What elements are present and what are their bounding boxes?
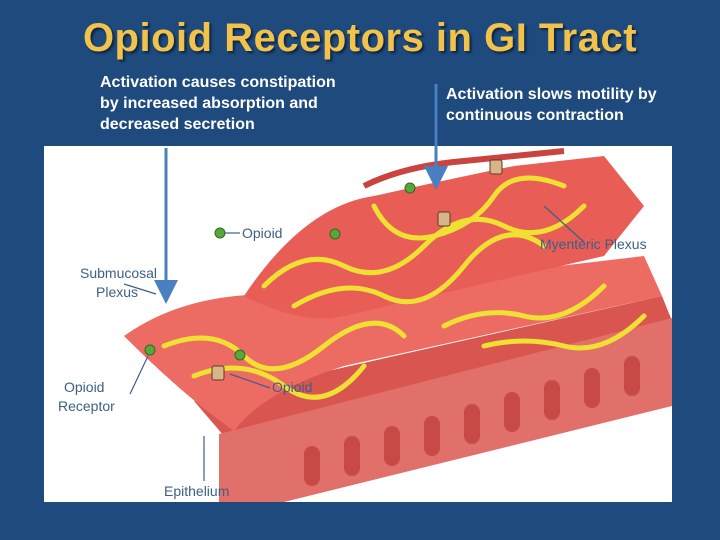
opioid-molecules [144, 182, 416, 361]
annotation-myenteric: Activation slows motility by continuous … [446, 86, 657, 124]
slide-title: Opioid Receptors in GI Tract [82, 16, 638, 60]
nerve-plexus [161, 175, 647, 400]
gi-tract-illustration: Opioid Myenteric Plexus Submucosal Plexu… [44, 146, 672, 502]
opioid-receptor-label-1: Opioid [64, 379, 104, 395]
epithelium-label: Epithelium [164, 483, 229, 499]
myenteric-layer [244, 156, 644, 319]
opioid-receptors [211, 159, 503, 381]
opioid-label-top: Opioid [242, 225, 282, 241]
submucosal-plexus-label-1: Submucosal [80, 265, 157, 281]
annotation-submucosal: Activation causes constipation by increa… [100, 74, 336, 133]
gi-tract-diagram: Opioid Myenteric Plexus Submucosal Plexu… [58, 148, 672, 502]
epithelium-villi [194, 296, 672, 502]
opioid-receptor-label-2: Receptor [58, 398, 115, 414]
submucosal-plexus-label-2: Plexus [96, 284, 138, 300]
myenteric-plexus-label: Myenteric Plexus [540, 236, 647, 252]
opioid-label-bottom: Opioid [272, 379, 312, 395]
